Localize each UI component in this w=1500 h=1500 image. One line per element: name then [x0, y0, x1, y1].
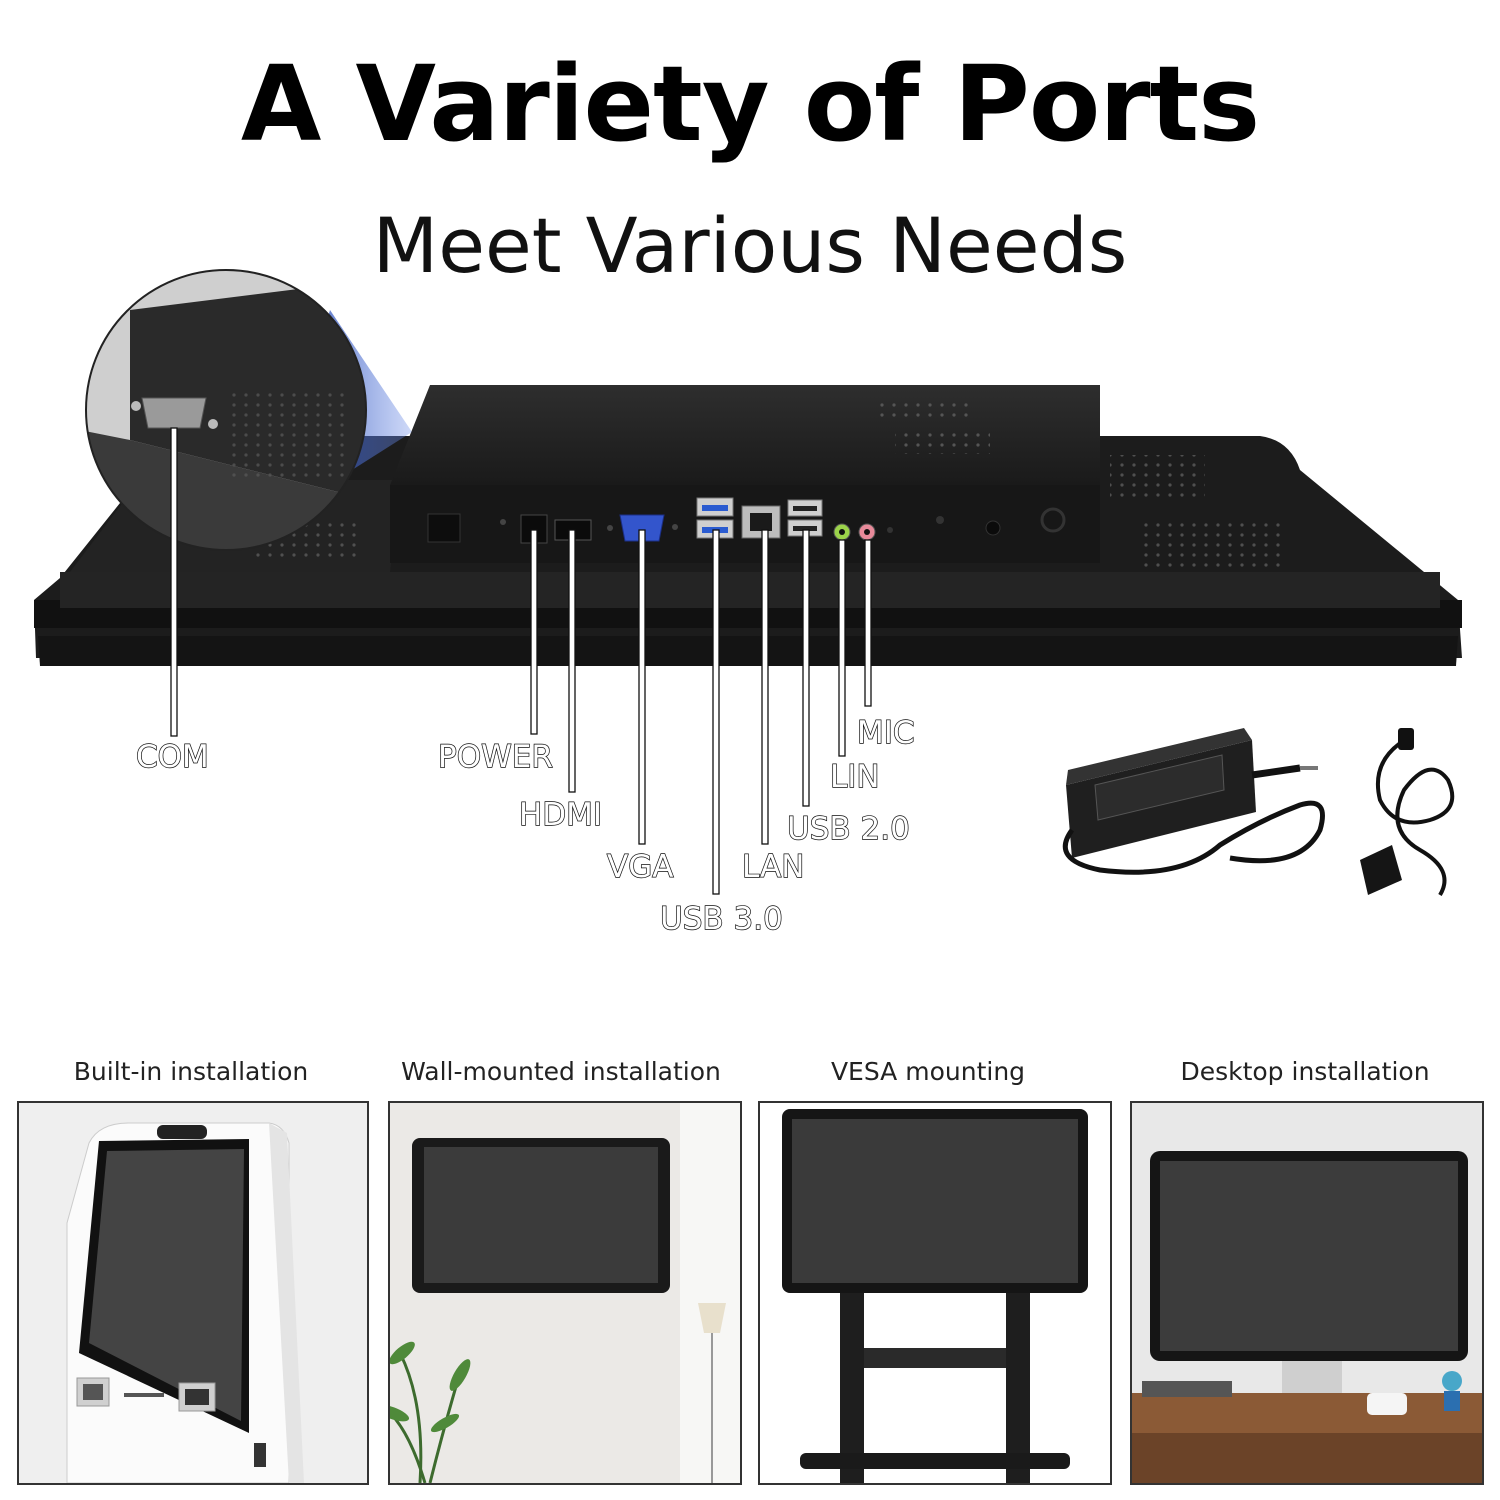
port-box [390, 385, 1100, 563]
caption-built-in: Built-in installation [73, 1057, 309, 1086]
lan-label: LAN [741, 849, 805, 885]
scene-desktop-installation [1130, 1101, 1484, 1485]
power-label: POWER [437, 739, 553, 775]
vga-port [619, 514, 665, 542]
caption-wall-mounted: Wall-mounted installation [401, 1057, 721, 1086]
power-button-icon [1040, 507, 1066, 533]
port-leader-lines [170, 427, 872, 895]
product-illustration [34, 269, 1462, 897]
power-cord-image [1360, 728, 1455, 897]
usb20-label: USB 2.0 [786, 811, 910, 847]
page-title: A Variety of Ports [240, 43, 1260, 165]
com-port [141, 397, 207, 429]
mic-label: MIC [856, 715, 915, 751]
caption-vesa: VESA mounting [830, 1057, 1026, 1086]
scene-vesa-mounting [758, 1101, 1112, 1485]
com-zoom-circle [85, 269, 367, 551]
com-label: COM [135, 739, 209, 775]
vga-label: VGA [606, 849, 674, 885]
scene-built-in-installation [17, 1101, 369, 1485]
usb30-label: USB 3.0 [659, 901, 783, 937]
lin-label: LIN [829, 759, 880, 795]
page-subtitle: Meet Various Needs [372, 201, 1128, 290]
caption-desktop: Desktop installation [1180, 1057, 1430, 1086]
power-adapter-image [1062, 728, 1325, 875]
hdmi-label: HDMI [518, 797, 603, 833]
scene-wall-mounted-installation [388, 1101, 742, 1485]
